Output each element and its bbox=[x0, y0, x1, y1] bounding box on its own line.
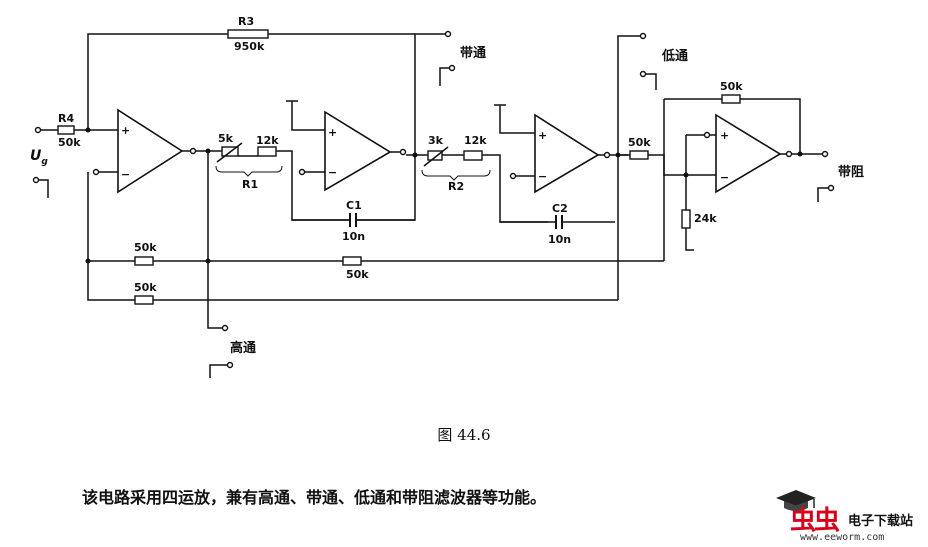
bottom-feedback: 50k 50k 50k bbox=[85, 151, 664, 378]
r3-feedback: R3 950k bbox=[87, 15, 445, 155]
svg-text:−: − bbox=[538, 170, 547, 183]
highpass-label: 高通 bbox=[230, 340, 256, 356]
logo-bugs: 虫虫 bbox=[790, 506, 840, 536]
opamp-a4: 50k 50k 24k + − bbox=[618, 80, 835, 261]
resistor-a4-gnd bbox=[681, 209, 691, 229]
logo-url: www.eeworm.com bbox=[800, 532, 885, 543]
c2-name: C2 bbox=[552, 202, 568, 215]
r1-name: R1 bbox=[242, 178, 258, 191]
opamp-a2: + − bbox=[286, 100, 428, 192]
resistor-fb3 bbox=[342, 256, 362, 266]
resistor-r3 bbox=[227, 29, 269, 39]
logo-title: 电子下载站 bbox=[848, 514, 914, 529]
r2-fixed-value: 12k bbox=[464, 134, 487, 147]
r2-pot-value: 3k bbox=[428, 134, 444, 147]
r1-pot-value: 5k bbox=[218, 132, 234, 145]
resistor-r2: 3k 12k R2 bbox=[421, 134, 548, 223]
fb1-value: 50k bbox=[134, 241, 157, 254]
svg-text:+: + bbox=[121, 124, 130, 137]
pot-r2 bbox=[427, 150, 443, 161]
svg-text:+: + bbox=[538, 129, 547, 142]
resistor-fb2 bbox=[134, 295, 154, 305]
resistor-r4 bbox=[57, 125, 75, 135]
resistor-r2-fixed bbox=[463, 150, 483, 161]
bandpass-label: 带通 bbox=[460, 45, 486, 61]
a4-in-value: 50k bbox=[628, 136, 651, 149]
r3-value: 950k bbox=[234, 40, 265, 53]
bandstop-label: 带阻 bbox=[838, 164, 864, 180]
capacitor-c2: C2 10n bbox=[500, 202, 615, 246]
fb3-value: 50k bbox=[346, 268, 369, 281]
a4-fb-value: 50k bbox=[720, 80, 743, 93]
opamp-a1: + − bbox=[92, 108, 222, 194]
lowpass-tap bbox=[617, 32, 657, 300]
bandpass-terminal bbox=[439, 30, 456, 86]
input-section: R4 50k Ug bbox=[30, 112, 118, 198]
lowpass-label: 低通 bbox=[661, 48, 688, 64]
r1-fixed-value: 12k bbox=[256, 134, 279, 147]
svg-text:−: − bbox=[121, 168, 130, 181]
svg-text:+: + bbox=[328, 126, 337, 139]
svg-text:+: + bbox=[720, 129, 729, 142]
svg-text:−: − bbox=[720, 171, 729, 184]
resistor-a4-fb bbox=[721, 94, 741, 104]
capacitor-c1: C1 10n bbox=[292, 155, 416, 243]
r3-name: R3 bbox=[238, 15, 254, 28]
r4-value: 50k bbox=[58, 136, 81, 149]
resistor-fb1 bbox=[134, 256, 154, 266]
resistor-r1-fixed bbox=[257, 146, 277, 157]
figure-description: 该电路采用四运放，兼有高通、带通、低通和带阻滤波器等功能。 bbox=[82, 488, 547, 507]
c1-value: 10n bbox=[342, 230, 365, 243]
resistor-a4-in bbox=[629, 150, 649, 160]
a4-gnd-value: 24k bbox=[694, 212, 717, 225]
input-label: Ug bbox=[30, 148, 48, 167]
svg-text:−: − bbox=[328, 166, 337, 179]
graduation-cap-icon bbox=[776, 490, 816, 511]
r2-name: R2 bbox=[448, 180, 464, 193]
resistor-r1: 5k 12k R1 bbox=[205, 132, 415, 221]
c1-name: C1 bbox=[346, 199, 362, 212]
c2-value: 10n bbox=[548, 233, 571, 246]
r4-name: R4 bbox=[58, 112, 74, 125]
figure-caption: 图 44.6 bbox=[437, 426, 491, 444]
fb2-value: 50k bbox=[134, 281, 157, 294]
site-logo: 虫虫 电子下载站 www.eeworm.com bbox=[770, 488, 926, 544]
opamp-a3: + − bbox=[494, 104, 628, 194]
